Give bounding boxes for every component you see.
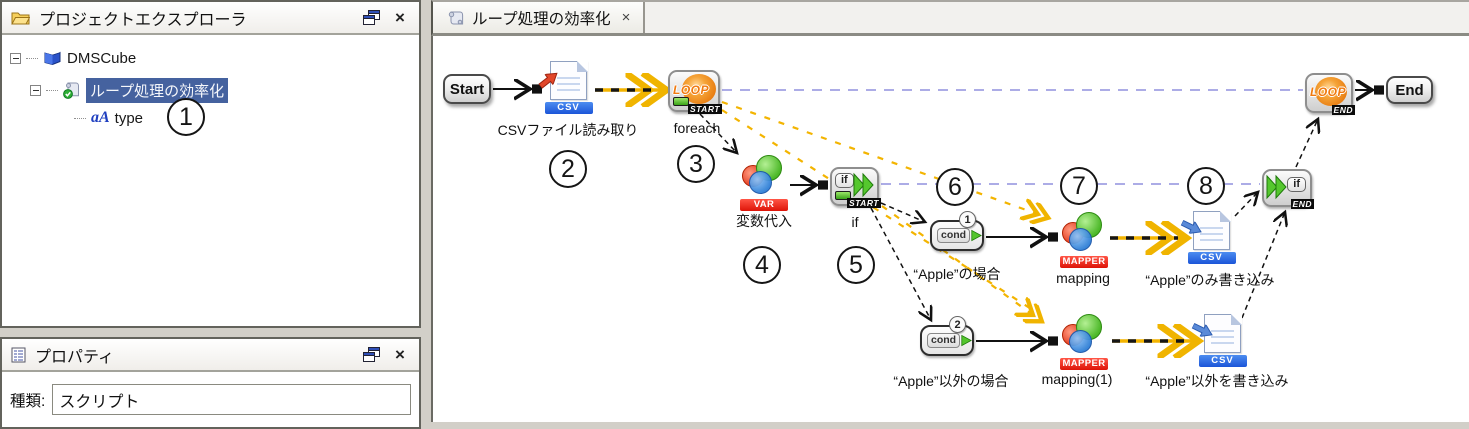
annotation-7: 7: [1060, 167, 1098, 205]
start-badge: START: [687, 104, 722, 114]
csv-band: CSV: [1187, 252, 1236, 264]
close-icon[interactable]: ×: [395, 8, 405, 27]
collapse-icon[interactable]: [30, 84, 41, 96]
cond1-label: “Apple”の場合: [913, 266, 1001, 282]
csv-read-node[interactable]: CSV: [538, 60, 593, 114]
mapper2-label: mapping(1): [1041, 371, 1113, 387]
loop-start-node[interactable]: LOOP START: [668, 70, 722, 114]
csv-band: CSV: [1198, 355, 1247, 367]
explorer-header: プロジェクトエクスプローラ ×: [2, 2, 419, 35]
csv-band: CSV: [544, 102, 593, 114]
close-icon[interactable]: ×: [395, 345, 405, 364]
restore-icon[interactable]: [361, 346, 381, 364]
tree-item-label-selected: ループ処理の効率化: [86, 77, 229, 103]
tree-item-script[interactable]: ループ処理の効率化: [30, 77, 229, 103]
end-badge: END: [1290, 199, 1314, 209]
condition1-number: 1: [959, 211, 976, 228]
csv-write2-node[interactable]: CSV: [1191, 313, 1247, 367]
tab-loop-script[interactable]: ループ処理の効率化 ×: [433, 2, 646, 33]
if-tag: if: [1287, 177, 1306, 192]
csv-write1-label: “Apple”のみ書き込み: [1145, 272, 1275, 288]
mapper-band: MAPPER: [1060, 256, 1108, 268]
mapper1-label: mapping: [1056, 270, 1110, 286]
start-node-label: Start: [449, 80, 485, 98]
loop-word: LOOP: [1310, 85, 1347, 99]
explorer-tree: DMSCube ループ処理の効率化 aA type: [2, 35, 419, 326]
process-icon: [673, 97, 689, 106]
tree-item-label: type: [114, 109, 144, 127]
tab-label: ループ処理の効率化: [472, 10, 611, 28]
cond-arrow-icon: [961, 334, 972, 347]
loop-end-node[interactable]: LOOP END: [1305, 73, 1355, 115]
script-check-icon: [63, 82, 79, 99]
type-icon: aA: [91, 109, 110, 126]
folder-icon: [11, 12, 30, 25]
project-explorer-panel: プロジェクトエクスプローラ × DMSCube: [0, 0, 421, 328]
cond2-label: “Apple”以外の場合: [893, 373, 1009, 389]
csv-write1-node[interactable]: CSV: [1180, 210, 1236, 264]
script-icon: [448, 11, 464, 24]
cond-tag: cond: [927, 333, 961, 348]
type-field-row: 種類:: [2, 372, 419, 415]
explorer-title: プロジェクトエクスプローラ: [39, 11, 247, 29]
condition1-node[interactable]: 1 cond: [930, 211, 984, 251]
if-tag: if: [835, 173, 854, 188]
mapper-icon: [1060, 314, 1108, 356]
mapper1-node[interactable]: MAPPER: [1060, 212, 1108, 268]
condition2-node[interactable]: 2 cond: [920, 316, 974, 356]
restore-icon[interactable]: [361, 9, 381, 27]
tab-close-button[interactable]: ×: [621, 9, 631, 26]
type-field-label: 種類:: [10, 392, 46, 410]
tree-item-type[interactable]: aA type: [74, 107, 143, 129]
end-node-label: End: [1395, 81, 1424, 99]
collapse-icon[interactable]: [10, 52, 21, 64]
end-node[interactable]: End: [1386, 76, 1433, 104]
mapper-band: MAPPER: [1060, 358, 1108, 370]
properties-title: プロパティ: [35, 348, 115, 366]
csv-read-label: CSVファイル読み取り: [497, 122, 639, 138]
read-arrow-icon: [538, 72, 558, 89]
condition2-number: 2: [949, 316, 966, 333]
variable-label: 変数代入: [736, 213, 792, 229]
variable-icon: [740, 155, 788, 197]
annotation-4: 4: [743, 246, 781, 284]
annotation-2: 2: [549, 150, 587, 188]
end-badge: END: [1331, 105, 1355, 115]
properties-panel: プロパティ × 種類:: [0, 337, 421, 429]
annotation-6: 6: [936, 168, 974, 206]
cond-tag: cond: [937, 228, 971, 243]
if-arrows-icon: [853, 172, 874, 198]
if-arrows-icon: [1266, 174, 1287, 200]
mapper2-node[interactable]: MAPPER: [1060, 314, 1108, 370]
if-end-node[interactable]: if END: [1262, 169, 1314, 209]
start-badge: START: [846, 198, 881, 208]
start-node[interactable]: Start: [443, 74, 491, 104]
var-band: VAR: [740, 199, 788, 211]
if-start-node[interactable]: if START: [830, 167, 881, 208]
type-field[interactable]: [52, 384, 411, 415]
annotation-3: 3: [677, 145, 715, 183]
properties-icon: [11, 347, 26, 362]
loop-icon: [1315, 77, 1347, 106]
annotation-1: 1: [167, 98, 205, 136]
tree-item-label: DMSCube: [67, 49, 137, 67]
variable-node[interactable]: VAR: [740, 155, 788, 211]
mapper-icon: [1060, 212, 1108, 254]
csv-write2-label: “Apple”以外を書き込み: [1145, 373, 1289, 389]
loop-word: LOOP: [673, 83, 710, 97]
annotation-8: 8: [1187, 167, 1225, 205]
annotation-5: 5: [837, 246, 875, 284]
loop-start-label: foreach: [673, 120, 721, 136]
if-start-label: if: [851, 214, 859, 230]
project-book-icon: [44, 51, 61, 66]
editor-tab-bar: ループ処理の効率化 ×: [431, 0, 1469, 36]
tree-item-dmscube[interactable]: DMSCube: [10, 47, 136, 69]
cond-arrow-icon: [971, 229, 982, 242]
properties-header: プロパティ ×: [2, 339, 419, 372]
